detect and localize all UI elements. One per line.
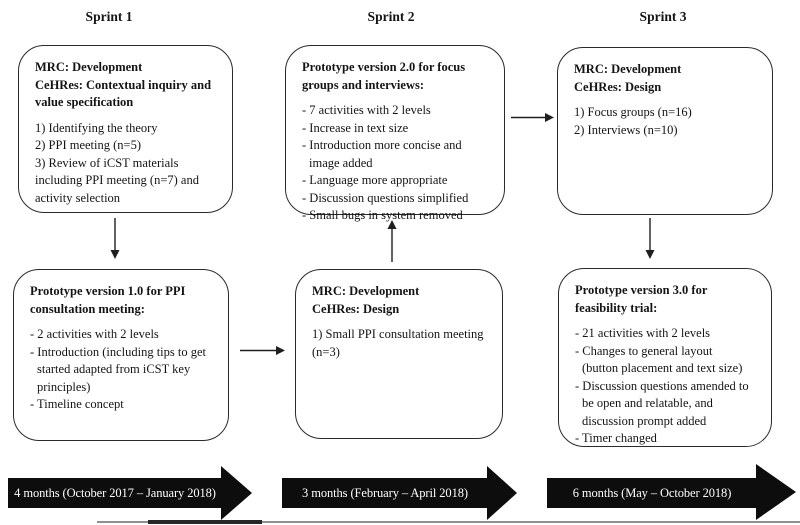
box-title: MRC: Development CeHRes: Contextual inqu… xyxy=(35,60,212,109)
box-body: 1) Identifying the theory 2) PPI meeting… xyxy=(35,120,199,205)
box-sprint1-prototype-1: Prototype version 1.0 for PPI consultati… xyxy=(13,269,229,441)
box-sprint1-development: MRC: Development CeHRes: Contextual inqu… xyxy=(18,45,233,213)
arrow-down-sprint1-icon xyxy=(110,218,120,259)
box-body: 1) Small PPI consultation meeting (n=3) xyxy=(312,327,484,359)
page-edge-artifact xyxy=(97,521,800,523)
column-header-sprint-2: Sprint 2 xyxy=(367,9,415,24)
box-sprint2-prototype-2: Prototype version 2.0 for focus groups a… xyxy=(285,45,505,222)
box-body: - 21 activities with 2 levels - Changes … xyxy=(575,326,749,445)
timeline-label: 3 months (February – April 2018) xyxy=(302,485,468,500)
box-sprint3-prototype-3: Prototype version 3.0 for feasibility tr… xyxy=(558,268,772,447)
box-title: Prototype version 2.0 for focus groups a… xyxy=(302,60,466,92)
box-title: Prototype version 1.0 for PPI consultati… xyxy=(30,284,186,316)
box-body: - 2 activities with 2 levels - Introduct… xyxy=(30,327,207,411)
arrow-down-sprint3-icon xyxy=(645,218,655,259)
box-sprint2-ppi-meeting: MRC: Development CeHRes: Design 1) Small… xyxy=(295,269,503,439)
timeline-label: 6 months (May – October 2018) xyxy=(572,485,732,500)
box-title: MRC: Development CeHRes: Design xyxy=(312,284,420,316)
timeline-arrowhead-icon xyxy=(756,464,796,520)
timeline-arrowhead-icon xyxy=(221,466,252,520)
arrow-up-sprint2-icon xyxy=(387,220,397,262)
timeline-arrowhead-icon xyxy=(487,466,517,520)
box-title: MRC: Development CeHRes: Design xyxy=(574,62,682,94)
timeline-label: 4 months (October 2017 – January 2018) xyxy=(14,485,216,500)
timeline-banner-sprint3: 6 months (May – October 2018) xyxy=(547,478,757,508)
box-body: - 7 activities with 2 levels - Increase … xyxy=(302,103,469,222)
timeline-banner-sprint2: 3 months (February – April 2018) xyxy=(282,478,488,508)
column-header-sprint-1: Sprint 1 xyxy=(85,9,133,24)
arrow-right-sprint1-to-sprint2-icon xyxy=(240,346,285,355)
box-title: Prototype version 3.0 for feasibility tr… xyxy=(575,283,708,315)
box-sprint3-design: MRC: Development CeHRes: Design 1) Focus… xyxy=(557,47,773,215)
column-header-sprint-3: Sprint 3 xyxy=(639,9,687,24)
arrow-right-sprint2-to-sprint3-icon xyxy=(511,113,554,122)
box-body: 1) Focus groups (n=16) 2) Interviews (n=… xyxy=(574,105,692,137)
timeline-banner-sprint1: 4 months (October 2017 – January 2018) xyxy=(8,478,222,508)
page-edge-artifact-dark xyxy=(148,520,262,524)
